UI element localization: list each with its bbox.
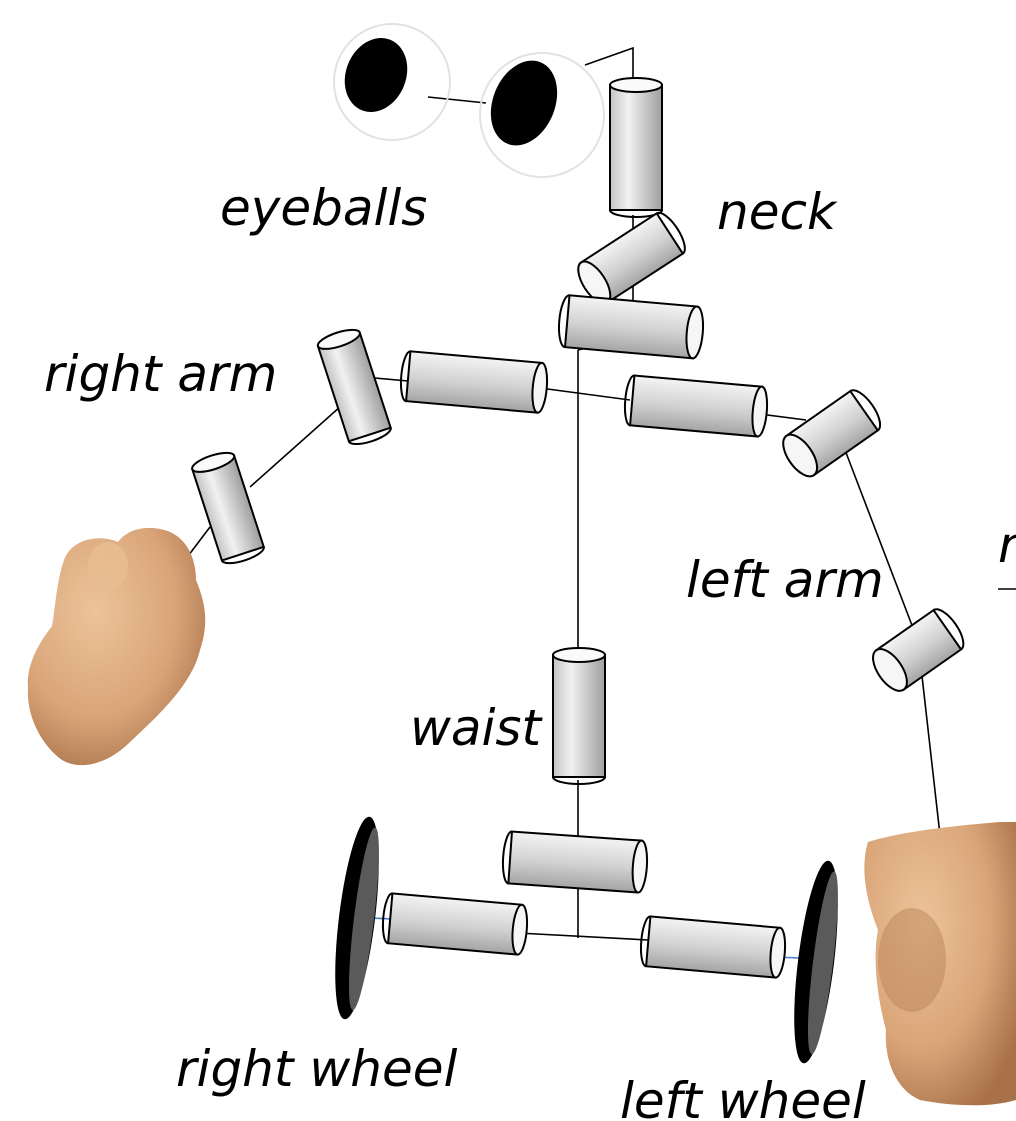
right-axle-cylinder	[381, 893, 529, 955]
left-upperarm-cylinder	[777, 385, 886, 482]
waist-label: waist	[410, 699, 543, 757]
left-forearm-cylinder	[866, 604, 969, 696]
waist-cylinder	[553, 648, 605, 784]
eyeball-icon	[334, 24, 450, 140]
base-cylinder	[501, 831, 648, 893]
right-wheel-label: right wheel	[176, 1040, 457, 1098]
cut-off-label: n	[998, 516, 1016, 574]
right-upperarm-cylinder	[316, 326, 393, 448]
right-arm-label: right arm	[44, 345, 277, 403]
torso-cylinder	[557, 295, 705, 359]
right-pupil	[334, 29, 418, 122]
right-forearm-cylinder	[190, 449, 266, 567]
eyeballs-label: eyeballs	[220, 179, 427, 237]
neck-label: neck	[717, 183, 838, 241]
left-axle-cylinder	[639, 916, 787, 978]
hand-icon	[28, 528, 205, 765]
hand-icon	[864, 822, 1016, 1105]
neck-cylinder-tilt	[572, 208, 690, 308]
right-shoulder-cylinder	[399, 351, 549, 414]
left-pupil	[479, 51, 569, 156]
left-arm-label: left arm	[686, 551, 884, 609]
neck-cylinder-upper	[610, 78, 662, 217]
wheel-icon	[786, 859, 847, 1066]
left-wheel-label: left wheel	[620, 1072, 866, 1121]
eyeball-icon	[479, 51, 604, 177]
left-shoulder-cylinder	[623, 375, 769, 437]
